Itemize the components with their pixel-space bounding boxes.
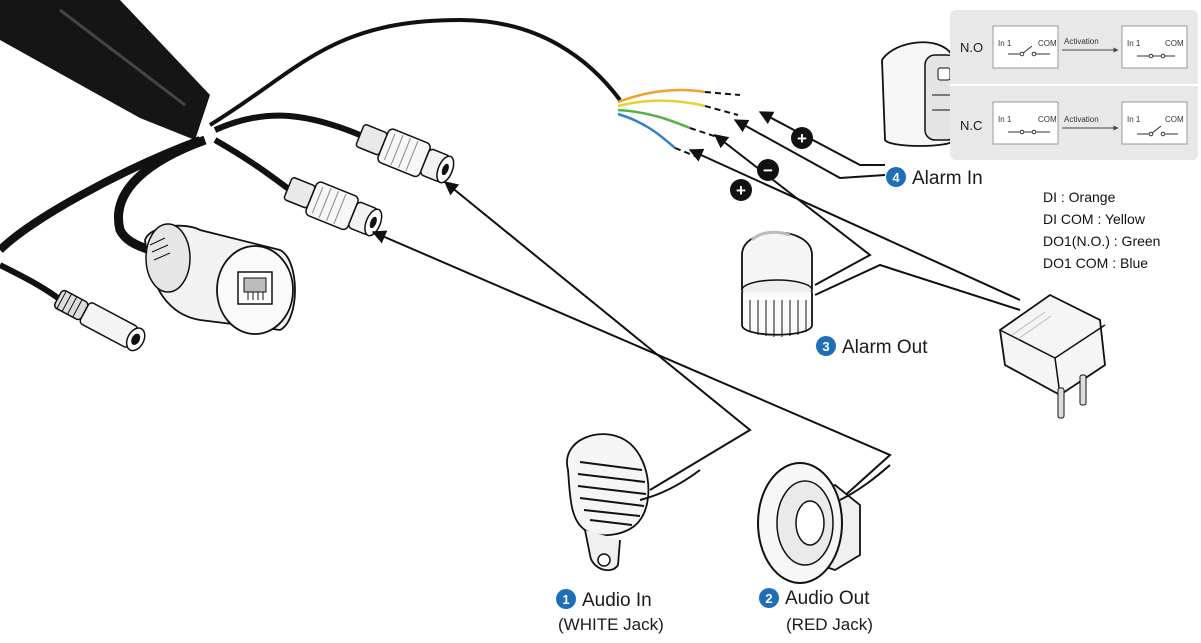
polarity-minus-alarm-in: − <box>757 159 779 181</box>
wire-blue <box>617 112 676 149</box>
svg-text:1: 1 <box>562 592 569 607</box>
legend-item: DO1(N.O.) : Green <box>1043 233 1160 249</box>
alarm-colored-wires <box>617 88 741 159</box>
legend-item: DO1 COM : Blue <box>1043 255 1148 271</box>
svg-text:Audio In: Audio In <box>582 590 652 611</box>
svg-text:In 1: In 1 <box>1127 39 1141 48</box>
svg-text:−: − <box>763 161 773 180</box>
mode-label-nc: N.C <box>960 118 982 133</box>
power-adapter <box>999 293 1106 419</box>
cable-branches <box>0 17 622 301</box>
svg-text:COM: COM <box>1038 39 1057 48</box>
svg-text:COM: COM <box>1038 115 1057 124</box>
rca-jack-audio-out <box>283 177 383 237</box>
svg-text:4: 4 <box>892 170 900 185</box>
wire-color-legend: DI : Orange DI COM : Yellow DO1(N.O.) : … <box>1043 189 1160 271</box>
rj45-network-connector <box>144 223 296 335</box>
svg-text:COM: COM <box>1165 39 1184 48</box>
mode-label-no: N.O <box>960 40 983 55</box>
legend-item: DI : Orange <box>1043 189 1116 205</box>
svg-text:Alarm In: Alarm In <box>912 168 983 189</box>
svg-text:In 1: In 1 <box>998 39 1012 48</box>
svg-text:2: 2 <box>765 591 772 606</box>
switch-mode-panel: N.O In 1 COM Activation In 1 COM N.C In … <box>950 10 1198 160</box>
svg-text:(RED Jack): (RED Jack) <box>786 615 873 634</box>
svg-text:Activation: Activation <box>1064 115 1099 124</box>
label-alarm-in: 4 Alarm In <box>886 167 983 189</box>
microphone <box>566 433 701 572</box>
svg-text:In 1: In 1 <box>1127 115 1141 124</box>
wire-yellow <box>617 99 706 108</box>
main-cable <box>0 0 210 140</box>
svg-text:+: + <box>797 129 807 148</box>
svg-text:Activation: Activation <box>1064 37 1099 46</box>
speaker <box>757 462 891 584</box>
wire-orange <box>617 88 706 104</box>
polarity-plus-power: + <box>730 179 752 201</box>
label-audio-in: 1 Audio In (WHITE Jack) <box>556 589 664 634</box>
svg-text:In 1: In 1 <box>998 115 1012 124</box>
svg-text:Alarm Out: Alarm Out <box>842 337 928 358</box>
svg-text:+: + <box>736 181 746 200</box>
svg-text:COM: COM <box>1165 115 1184 124</box>
svg-text:(WHITE Jack): (WHITE Jack) <box>558 615 664 634</box>
legend-item: DI COM : Yellow <box>1043 211 1146 227</box>
rca-jack-audio-in <box>355 124 455 184</box>
wire-green <box>617 108 691 130</box>
polarity-plus-alarm-in: + <box>791 127 813 149</box>
svg-text:3: 3 <box>822 339 829 354</box>
label-audio-out: 2 Audio Out (RED Jack) <box>759 588 873 634</box>
label-alarm-out: 3 Alarm Out <box>816 336 928 358</box>
dc-power-jack <box>53 289 146 352</box>
alarm-out-beacon <box>741 230 813 337</box>
svg-text:Audio Out: Audio Out <box>785 588 870 609</box>
alarm-in-sensor <box>881 41 958 147</box>
